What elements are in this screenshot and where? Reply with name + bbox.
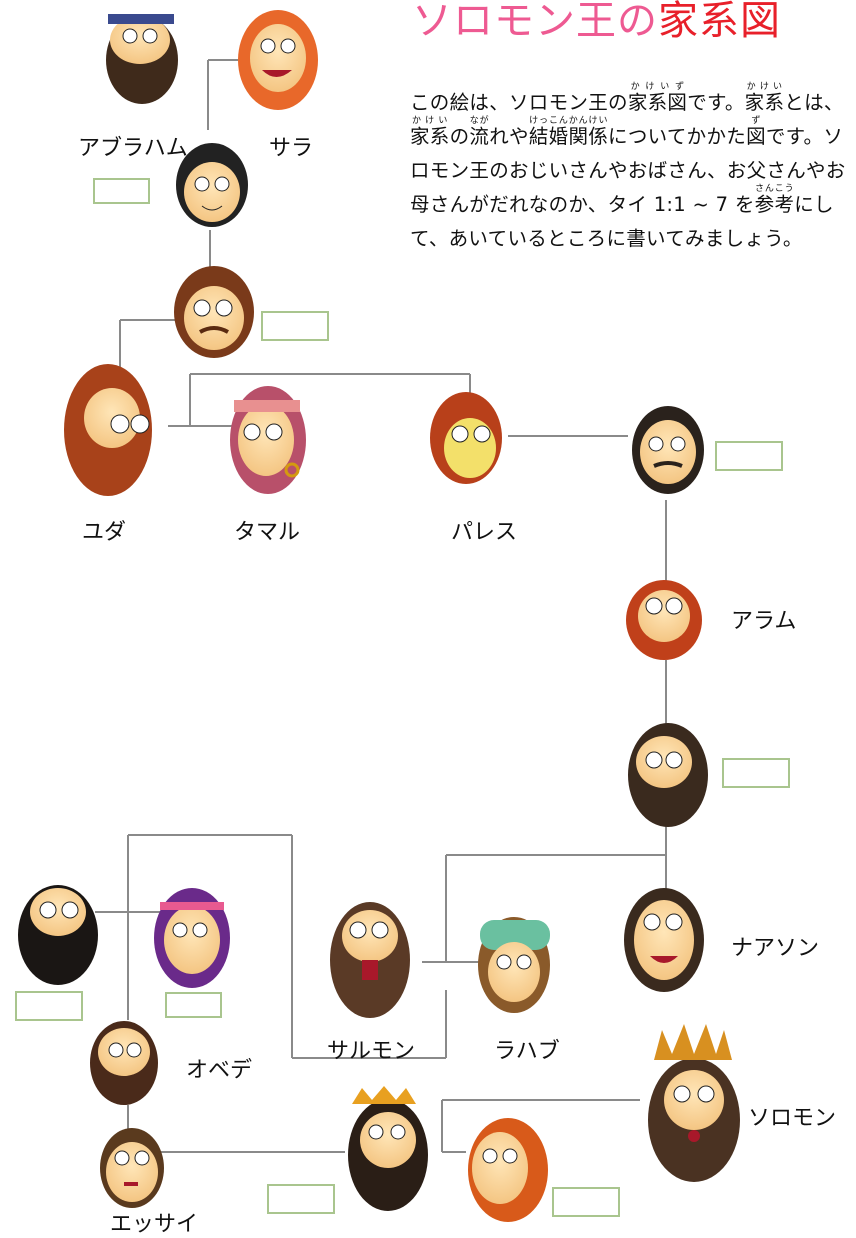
name-rahab: ラハブ <box>494 1039 560 1064</box>
face-jacob <box>174 266 254 358</box>
face-bathsheba <box>468 1118 548 1222</box>
name-tamar: タマル <box>234 520 301 545</box>
intro-segment: とは、 <box>784 91 844 114</box>
face-judah <box>64 364 152 496</box>
furigana-word: 流なが <box>469 116 490 148</box>
intro-segment: この絵は、ソロモン王の <box>410 91 628 114</box>
face-aram <box>626 580 702 660</box>
name-sarah: サラ <box>269 136 314 161</box>
answer-box-jacob[interactable] <box>261 311 329 341</box>
intro-segment: れや <box>489 125 529 148</box>
name-perez: パレス <box>451 520 518 545</box>
face-abraham <box>106 14 178 104</box>
face-tamar <box>230 386 306 494</box>
face-ruth <box>154 888 230 988</box>
intro-segment: にして、あいているところに書いてみましょう。 <box>410 193 834 250</box>
answer-box-bathsheba[interactable] <box>552 1187 620 1217</box>
name-aram: アラム <box>731 609 797 634</box>
face-sarah <box>238 10 318 110</box>
name-nahshon: ナアソン <box>731 936 820 961</box>
answer-box-isaac[interactable] <box>93 178 150 204</box>
name-obed: オベデ <box>186 1058 253 1083</box>
intro-text: この絵は、ソロモン王の家系図かけいずです。家系かけいとは、家系かけいの流ながれや… <box>410 82 850 256</box>
face-rahab <box>478 917 550 1013</box>
name-solomon: ソロモン <box>748 1106 837 1131</box>
answer-box-boaz[interactable] <box>15 991 83 1021</box>
name-jesse: エッサイ <box>110 1212 199 1237</box>
intro-segment: です。ソロモン王のおじいさんやおばさん、お父さんやお母さんがだれなのか、タイ 1… <box>410 125 846 216</box>
face-nahshon <box>624 888 704 992</box>
answer-box-david[interactable] <box>267 1184 335 1214</box>
name-judah: ユダ <box>82 520 127 545</box>
face-jesse <box>100 1128 164 1208</box>
furigana-word: 家系かけい <box>410 116 450 148</box>
face-david <box>348 1086 428 1211</box>
answer-box-hezron[interactable] <box>715 441 783 471</box>
face-salmon <box>330 902 410 1018</box>
furigana-word: 家系かけい <box>744 82 785 114</box>
answer-box-ruth[interactable] <box>165 992 222 1018</box>
face-amminadab <box>628 723 708 827</box>
face-isaac <box>176 143 248 227</box>
page-title: ソロモン王の家系図 <box>412 0 781 44</box>
face-boaz <box>18 885 98 985</box>
answer-box-amminadab[interactable] <box>722 758 790 788</box>
intro-segment: です。 <box>687 91 745 114</box>
face-obed <box>90 1021 158 1105</box>
name-abraham: アブラハム <box>78 136 188 161</box>
intro-segment: についてかかた <box>608 125 747 148</box>
intro-segment: の <box>449 125 470 148</box>
faces <box>18 10 740 1222</box>
face-hezron <box>632 406 704 494</box>
face-solomon <box>648 1024 740 1182</box>
face-perez <box>430 392 502 484</box>
furigana-word: 図ず <box>746 116 766 148</box>
furigana-word: 参考さんこう <box>754 184 795 216</box>
name-salmon: サルモン <box>327 1039 416 1064</box>
furigana-word: 結婚関係けっこんかんけい <box>528 116 609 148</box>
furigana-word: 家系図かけいず <box>627 82 688 114</box>
